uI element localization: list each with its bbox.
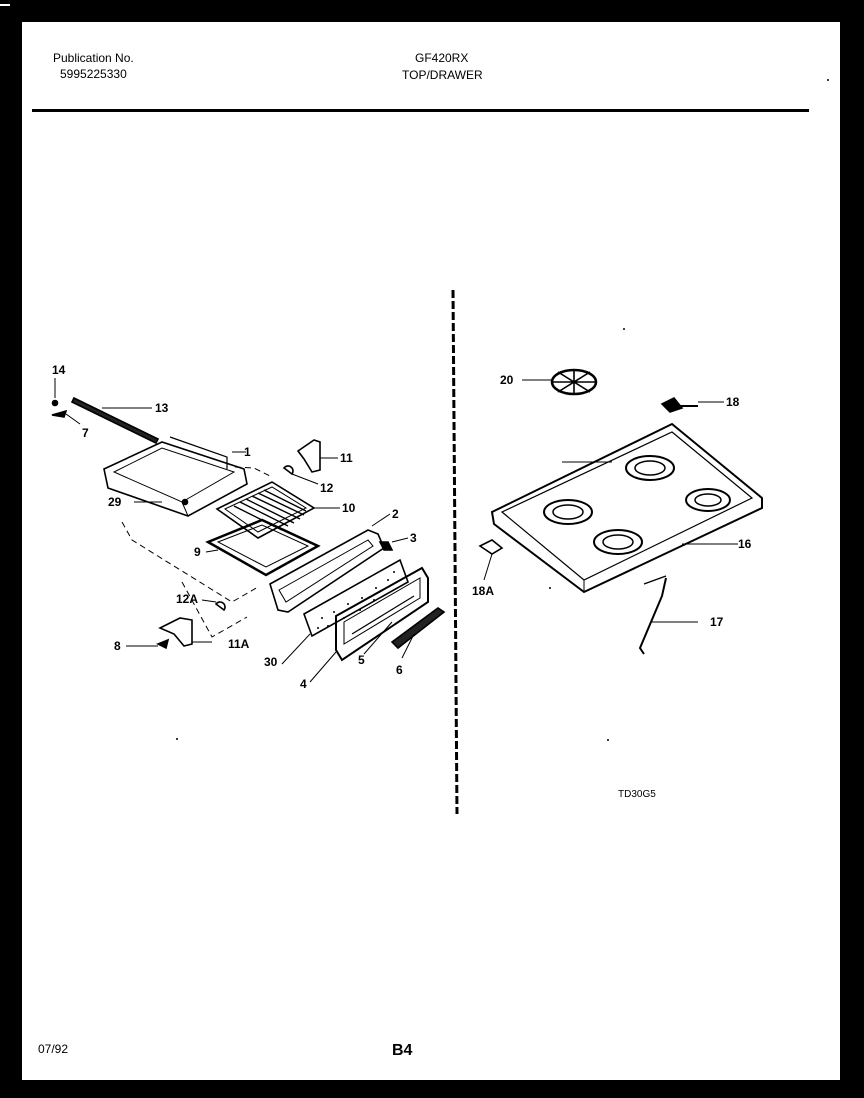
handle-6	[390, 607, 446, 650]
model-number: GF420RX	[415, 51, 469, 65]
callout-11a: 11A	[228, 637, 250, 651]
rod-17	[638, 577, 667, 655]
cooktop-16	[490, 422, 763, 594]
callout-30: 30	[264, 655, 278, 669]
callout-8: 8	[114, 639, 121, 653]
callout-3: 3	[410, 531, 417, 545]
callout-29: 29	[108, 495, 122, 509]
callout-9: 9	[194, 545, 201, 559]
drawing-code: TD30G5	[618, 789, 656, 800]
bracket-11	[296, 439, 321, 473]
drawer-front-4	[335, 566, 429, 662]
callout-11: 11	[340, 451, 353, 465]
callout-18a: 18A	[472, 584, 495, 598]
knob-18	[660, 396, 684, 413]
bushing-12a	[214, 601, 226, 612]
publication-number: 5995225330	[60, 67, 127, 81]
assembly-outline	[121, 466, 273, 603]
insulation-30	[303, 558, 409, 638]
section-title: TOP/DRAWER	[402, 68, 483, 82]
callout-20: 20	[500, 373, 514, 387]
trim-5	[351, 595, 415, 635]
bracket-11a	[158, 617, 193, 647]
callout-14: 14	[52, 363, 66, 377]
fastener-29	[181, 498, 189, 506]
screw-14	[51, 399, 59, 407]
callout-18: 18	[726, 395, 740, 409]
corner-mark	[0, 4, 10, 6]
bracket-18a	[478, 539, 504, 555]
callout-5: 5	[358, 653, 365, 667]
rod-13	[70, 396, 160, 445]
callout-6: 6	[396, 663, 403, 677]
screw-8	[156, 638, 170, 650]
page-number: B4	[392, 1042, 413, 1059]
parts-diagram-sheet: Publication No. 5995225330 GF420RX TOP/D…	[22, 22, 840, 1080]
screw-7	[51, 409, 68, 418]
callout-12a: 12A	[176, 592, 199, 606]
callout-17: 17	[710, 615, 724, 629]
screw-3	[378, 541, 394, 551]
callout-7: 7	[82, 426, 89, 440]
burner-openings	[543, 455, 731, 555]
broiler-tray-9	[205, 518, 321, 577]
callout-12: 12	[320, 481, 334, 495]
view-divider	[451, 289, 459, 815]
callout-1: 1	[244, 445, 251, 459]
callout-2: 2	[392, 507, 399, 521]
callout-13: 13	[155, 401, 169, 415]
callout-4: 4	[300, 677, 307, 691]
exploded-view-artwork	[51, 79, 829, 815]
bushing-12	[282, 465, 294, 476]
revision-date: 07/92	[38, 1042, 69, 1056]
header-rule	[32, 109, 809, 112]
publication-label: Publication No.	[53, 51, 134, 65]
callout-16: 16	[738, 537, 752, 551]
callout-10: 10	[342, 501, 356, 515]
